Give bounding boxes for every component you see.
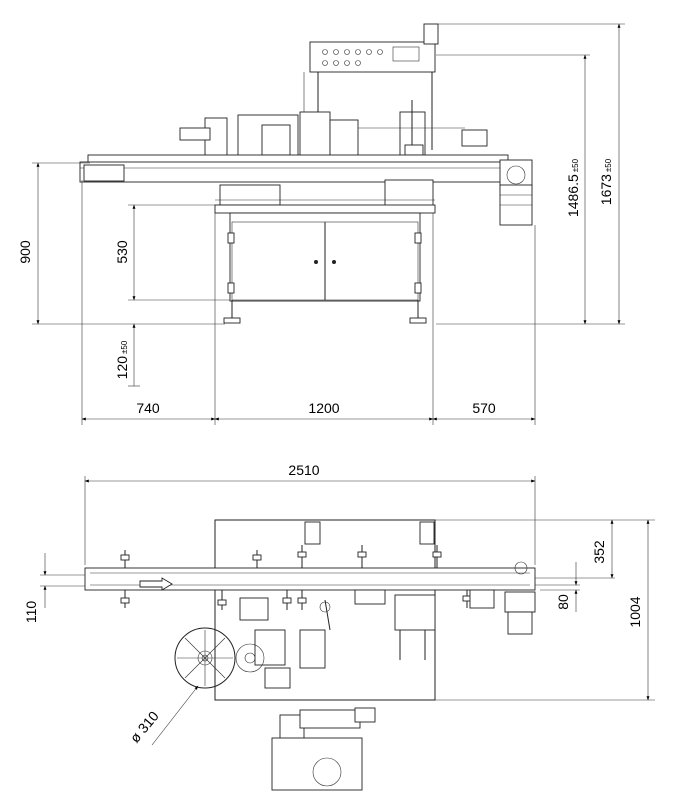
dim-roll-diameter: ø 310 — [127, 708, 162, 746]
dim-total-depth: 1004 — [627, 596, 643, 627]
front-view: 900 530 120±50 1486.5±50 1673±50 740 120… — [17, 23, 625, 425]
dim-height-total: 1673±50 — [598, 158, 614, 205]
dim-conveyor-width: 110 — [23, 601, 39, 624]
dim-total-length: 2510 — [288, 462, 319, 478]
dim-width-right: 570 — [472, 400, 496, 416]
top-view: 2510 352 80 1004 110 ø 310 — [23, 462, 655, 791]
control-buttons — [322, 46, 420, 66]
dim-height-table: 900 — [17, 240, 33, 264]
label-roll — [174, 627, 236, 689]
dim-height-conveyor: 1486.5±50 — [565, 158, 581, 217]
dim-width-middle: 1200 — [308, 400, 339, 416]
dim-height-feet: 120±50 — [114, 340, 130, 379]
dim-width-left: 740 — [136, 400, 160, 416]
guide-posts — [120, 545, 472, 610]
dim-height-cabinet: 530 — [114, 240, 130, 264]
dim-offset-top: 352 — [591, 540, 607, 564]
dim-offset-bottom: 80 — [555, 594, 571, 610]
